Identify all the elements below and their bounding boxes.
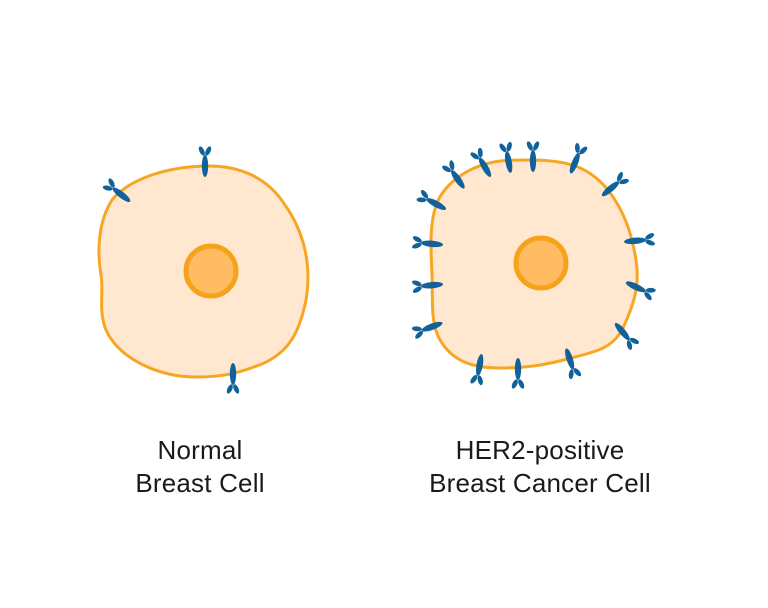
her2-receptors	[411, 141, 656, 389]
her2-receptor-icon	[614, 322, 640, 350]
her2-receptor-icon	[499, 141, 513, 173]
normal-breast-cell	[97, 146, 310, 394]
her2-receptor-icon	[569, 143, 588, 174]
cell-nucleus	[183, 243, 239, 299]
cell-nucleus	[513, 235, 569, 291]
her2-receptor-icon	[411, 321, 443, 339]
her2-receptor-icon	[226, 363, 240, 394]
her2-receptor-icon	[412, 236, 443, 249]
her2-receptor-icon	[470, 147, 492, 177]
her2-positive-cancer-cell	[411, 141, 656, 389]
her2-receptors	[102, 146, 240, 394]
label-line-1: Normal	[157, 435, 243, 465]
her2-receptor-icon	[412, 280, 443, 293]
her2-cell-label: HER2-positive Breast Cancer Cell	[385, 434, 695, 500]
label-line-2: Breast Cancer Cell	[429, 468, 651, 498]
label-line-2: Breast Cell	[135, 468, 265, 498]
her2-receptor-icon	[416, 189, 447, 210]
her2-receptor-icon	[624, 233, 655, 246]
normal-cell-label: Normal Breast Cell	[100, 434, 300, 500]
her2-receptor-icon	[511, 358, 525, 389]
her2-receptor-icon	[625, 281, 656, 301]
label-line-1: HER2-positive	[455, 435, 625, 465]
her2-receptor-icon	[442, 160, 465, 189]
her2-receptor-icon	[526, 141, 540, 172]
her2-receptor-icon	[601, 171, 629, 197]
her2-receptor-icon	[102, 178, 131, 202]
her2-receptor-icon	[198, 146, 212, 177]
her2-receptor-icon	[565, 348, 582, 380]
her2-receptor-icon	[470, 354, 484, 386]
